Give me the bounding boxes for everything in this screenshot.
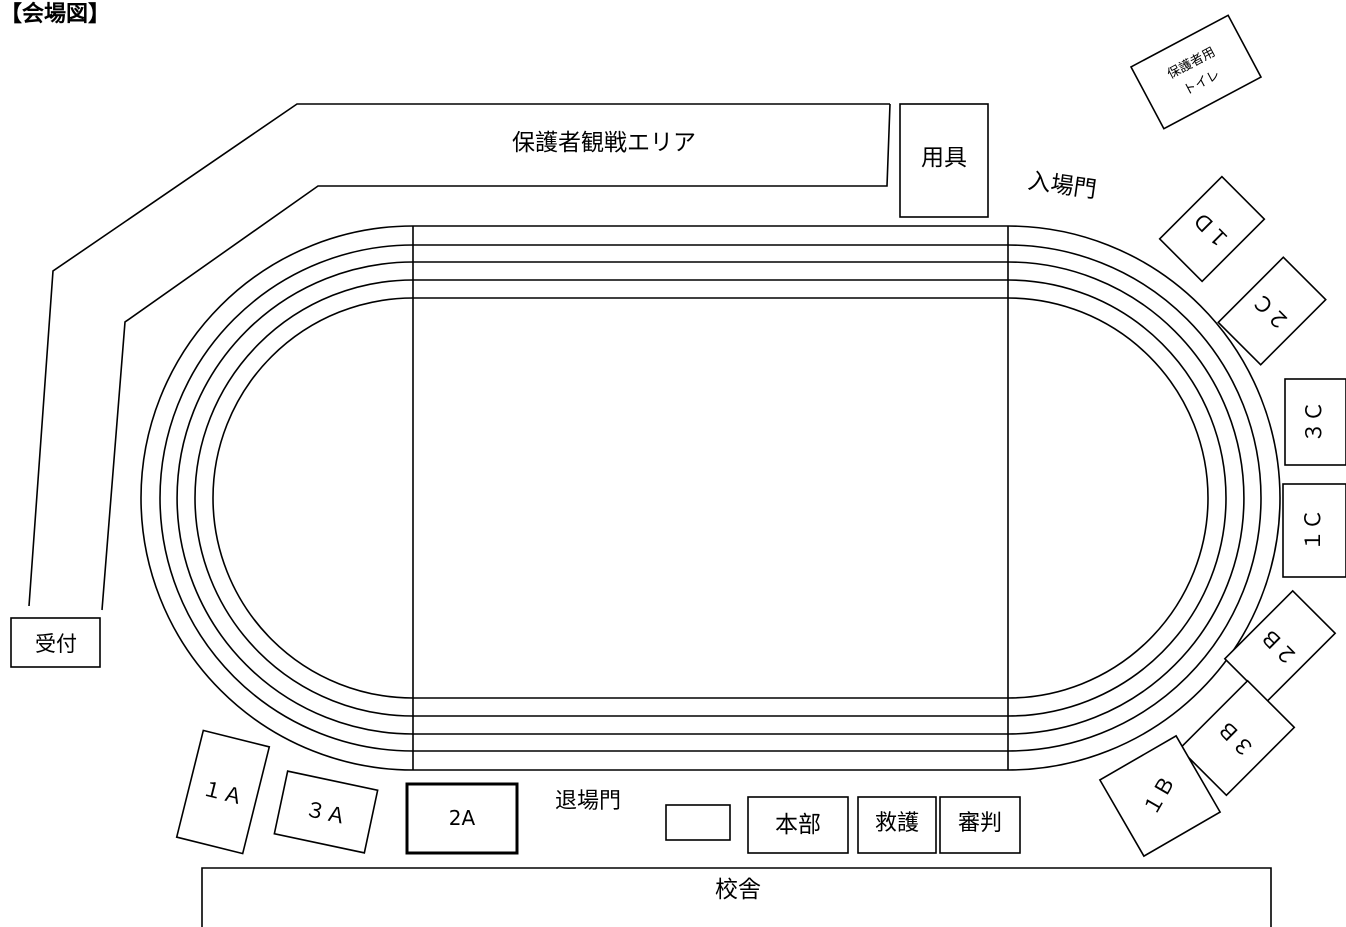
entrance-gate-label: 入場門 [1026, 168, 1098, 203]
class-area-2c: ２Ｃ [1217, 256, 1327, 366]
exit-gate-label: 退場門 [555, 789, 621, 814]
class-area-1b: １Ｂ [1098, 734, 1222, 858]
class-area-3c-label: ３Ｃ [1302, 401, 1326, 443]
equipment-label: 用具 [921, 145, 967, 171]
class-area-3a: ３Ａ [273, 770, 379, 854]
school-building-label: 校舎 [715, 877, 761, 903]
first-aid-label: 救護 [875, 811, 919, 836]
headquarters-box [747, 796, 849, 854]
class-area-3c: ３Ｃ [1284, 378, 1346, 466]
small-box [665, 804, 731, 841]
reception-label: 受付 [35, 632, 77, 656]
class-area-2a-label: 2A [449, 806, 476, 830]
class-area-1c: １Ｃ [1282, 483, 1346, 578]
first-aid-box [857, 796, 937, 854]
equipment-box [899, 103, 989, 218]
parent-toilet: 保護者用 トイレ [1129, 14, 1263, 130]
class-area-2b: ２Ｂ [1223, 589, 1337, 703]
spectator-area-label: 保護者観戦エリア [512, 130, 696, 156]
class-area-1d: １Ｄ [1158, 175, 1266, 283]
headquarters-label: 本部 [775, 812, 821, 838]
school-building [201, 867, 1272, 927]
map-title: 【会場図】 [0, 1, 110, 27]
class-area-1a: １Ａ [175, 729, 271, 855]
class-area-1c-label: １Ｃ [1301, 509, 1325, 551]
reception-box [10, 617, 101, 668]
running-track [140, 225, 1281, 771]
referee-label: 審判 [958, 811, 1002, 836]
referee-box [939, 796, 1021, 854]
class-area-2a [405, 782, 519, 855]
spectator-walkway [28, 103, 891, 611]
class-area-3b: ３Ｂ [1178, 679, 1296, 797]
